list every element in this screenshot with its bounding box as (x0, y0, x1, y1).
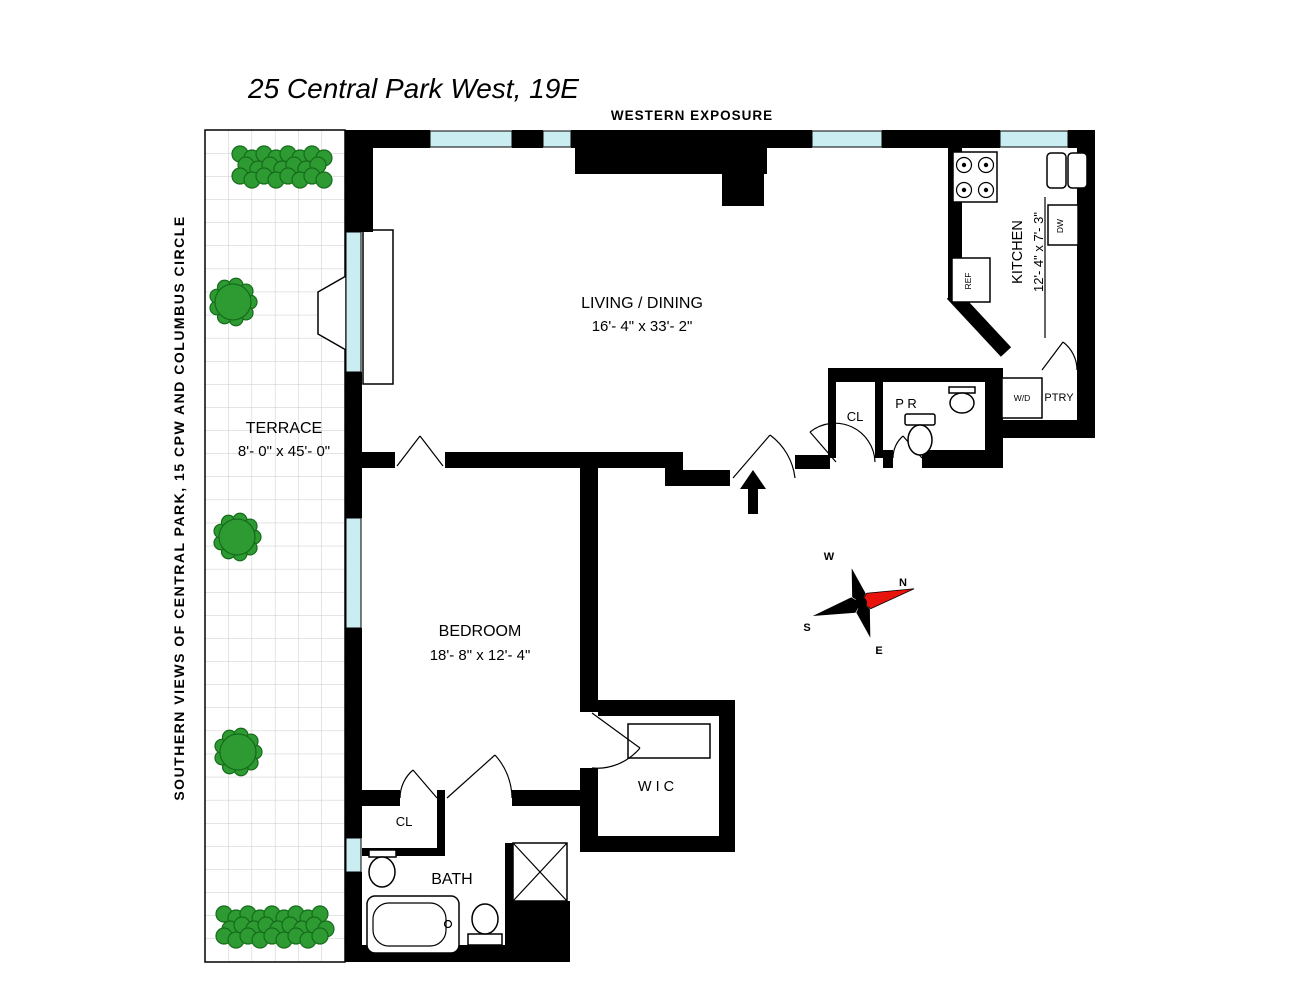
pr-toilet-tank (904, 413, 936, 426)
bath-sink (368, 856, 396, 888)
hall-closet-label: CL (847, 409, 864, 424)
terrace-label: TERRACE (246, 420, 322, 437)
bath-label: BATH (431, 871, 472, 888)
hall-closet-door (809, 422, 876, 463)
bathtub (366, 895, 460, 954)
powder-room-label: P R (895, 396, 916, 411)
labels: 25 Central Park West, 19E WESTERN EXPOSU… (171, 73, 1074, 888)
window-seat (362, 229, 394, 385)
bathtub-inner (372, 902, 447, 947)
bath-toilet-tank (467, 933, 503, 946)
shaft-cross (512, 842, 568, 902)
bedroom-closet-door (399, 769, 438, 799)
details (362, 197, 1046, 902)
compass-rose: N W S E (803, 551, 915, 657)
kitchen-sink-bowl (1067, 152, 1088, 189)
living-dining-label: LIVING / DINING (581, 295, 703, 312)
terrace-dims: 8'- 0" x 45'- 0" (238, 443, 330, 460)
washer-dryer-unit (1001, 377, 1043, 419)
exposure-label: WESTERN EXPOSURE (611, 108, 773, 123)
side-view-label: SOUTHERN VIEWS OF CENTRAL PARK, 15 CPW A… (171, 215, 187, 800)
compass-e-label: E (875, 645, 882, 657)
entry-door (732, 434, 796, 479)
bedroom-label: BEDROOM (439, 623, 522, 640)
bath-toilet (471, 903, 499, 935)
page-title: 25 Central Park West, 19E (247, 73, 579, 104)
washer-dryer-label: W/D (1014, 393, 1031, 403)
dishwasher-label: DW (1055, 219, 1065, 233)
compass-w-label: W (824, 551, 835, 563)
pantry-label: PTRY (1044, 392, 1074, 404)
wic-label: W I C (638, 779, 674, 795)
stove (952, 151, 998, 203)
compass-s-label: S (803, 622, 810, 634)
bedroom-dims: 18'- 8" x 12'- 4" (430, 647, 531, 664)
wic-door (591, 712, 641, 769)
powder-room-fixtures (904, 386, 976, 456)
pr-sink-counter (948, 386, 976, 394)
kitchen-fixtures (951, 151, 1088, 419)
bedroom-closet-label: CL (396, 814, 413, 829)
kitchen-sink (1046, 152, 1067, 189)
bedroom-door (396, 435, 444, 467)
bathtub-drain (443, 919, 453, 929)
entry-arrow (740, 470, 766, 514)
living-dining-dims: 16'- 4" x 33'- 2" (592, 318, 693, 335)
bath-sink-backsplash (368, 849, 397, 858)
bath-door (446, 754, 513, 799)
pr-toilet (907, 424, 933, 456)
walls (345, 130, 1095, 962)
compass-n-label: N (899, 577, 907, 589)
windows (345, 130, 1069, 873)
refrigerator (951, 257, 991, 303)
terrace-plants (209, 145, 335, 949)
dishwasher (1047, 204, 1079, 246)
stove-burners (955, 156, 995, 199)
kitchen-dims: 12'- 4" x 7'- 3" (1031, 212, 1046, 292)
pantry-door (1041, 341, 1078, 371)
wic-shelf (627, 723, 711, 759)
pr-sink (949, 392, 975, 414)
refrigerator-label: REF (963, 273, 973, 290)
kitchen-label: KITCHEN (1010, 220, 1026, 284)
bath-fixtures (366, 849, 503, 954)
